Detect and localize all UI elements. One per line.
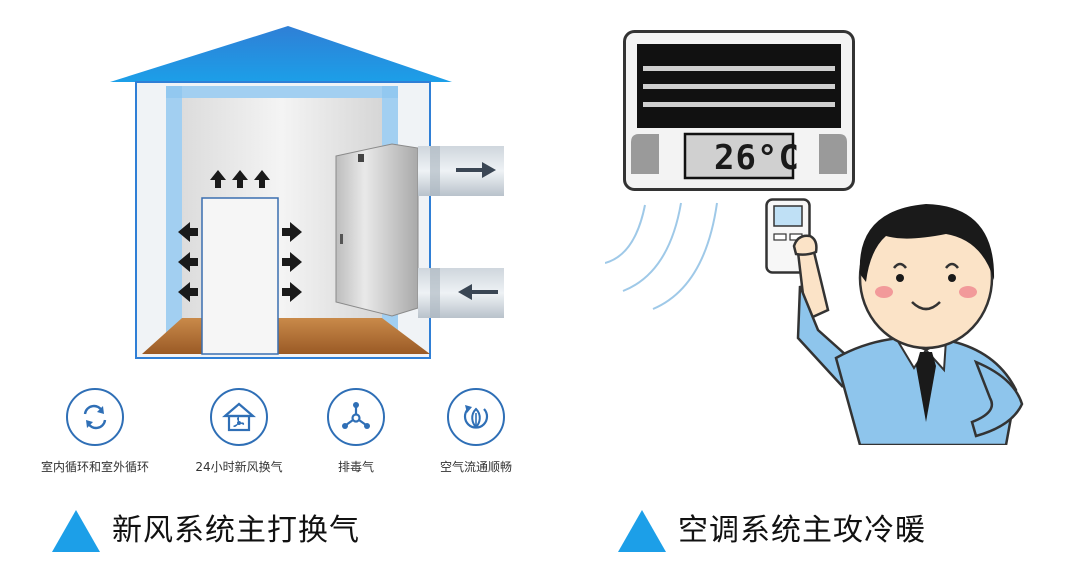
triangle-icon [618, 510, 666, 552]
cartoon-man [776, 190, 1026, 445]
house-illustration [100, 20, 520, 365]
right-arrows-icon [282, 222, 302, 302]
feature-detox: 排毒气 [286, 388, 426, 475]
left-arrows-icon [178, 222, 198, 302]
feature-label: 室内循环和室外循环 [40, 460, 149, 474]
airflow-waves [605, 195, 755, 315]
tie [916, 352, 936, 422]
floor [142, 318, 430, 354]
inflow-arrow-icon [458, 284, 498, 300]
air-conditioner-unit [623, 30, 855, 192]
door [201, 197, 279, 355]
feature-indoor-outdoor-cycle: 室内循环和室外循环 [25, 388, 165, 475]
caption-text: 空调系统主攻冷暖 [678, 513, 926, 548]
hair [859, 204, 995, 282]
airflow-icon [463, 405, 489, 429]
triangle-icon [52, 510, 100, 552]
feature-label: 排毒气 [337, 460, 374, 474]
up-arrows-icon [210, 170, 270, 188]
feature-label: 24小时新风换气 [195, 460, 283, 474]
feature-label: 空气流通顺畅 [439, 460, 512, 474]
remote-control [765, 198, 811, 274]
ac-temperature-display: 26°C [714, 138, 800, 178]
feature-smooth-airflow: 空气流通顺畅 [406, 388, 546, 475]
detox-icon [342, 402, 370, 429]
feature-24h-fresh-air: 24小时新风换气 [169, 388, 309, 475]
caption-air-conditioning: 空调系统主攻冷暖 [618, 508, 998, 554]
ventilation-unit [335, 143, 419, 317]
outflow-arrow-icon [456, 162, 496, 178]
cycle-icon [83, 404, 107, 430]
roof [110, 26, 452, 82]
caption-text: 新风系统主打换气 [112, 513, 360, 548]
house-fan-icon [222, 402, 256, 432]
caption-fresh-air: 新风系统主打换气 [52, 508, 432, 554]
